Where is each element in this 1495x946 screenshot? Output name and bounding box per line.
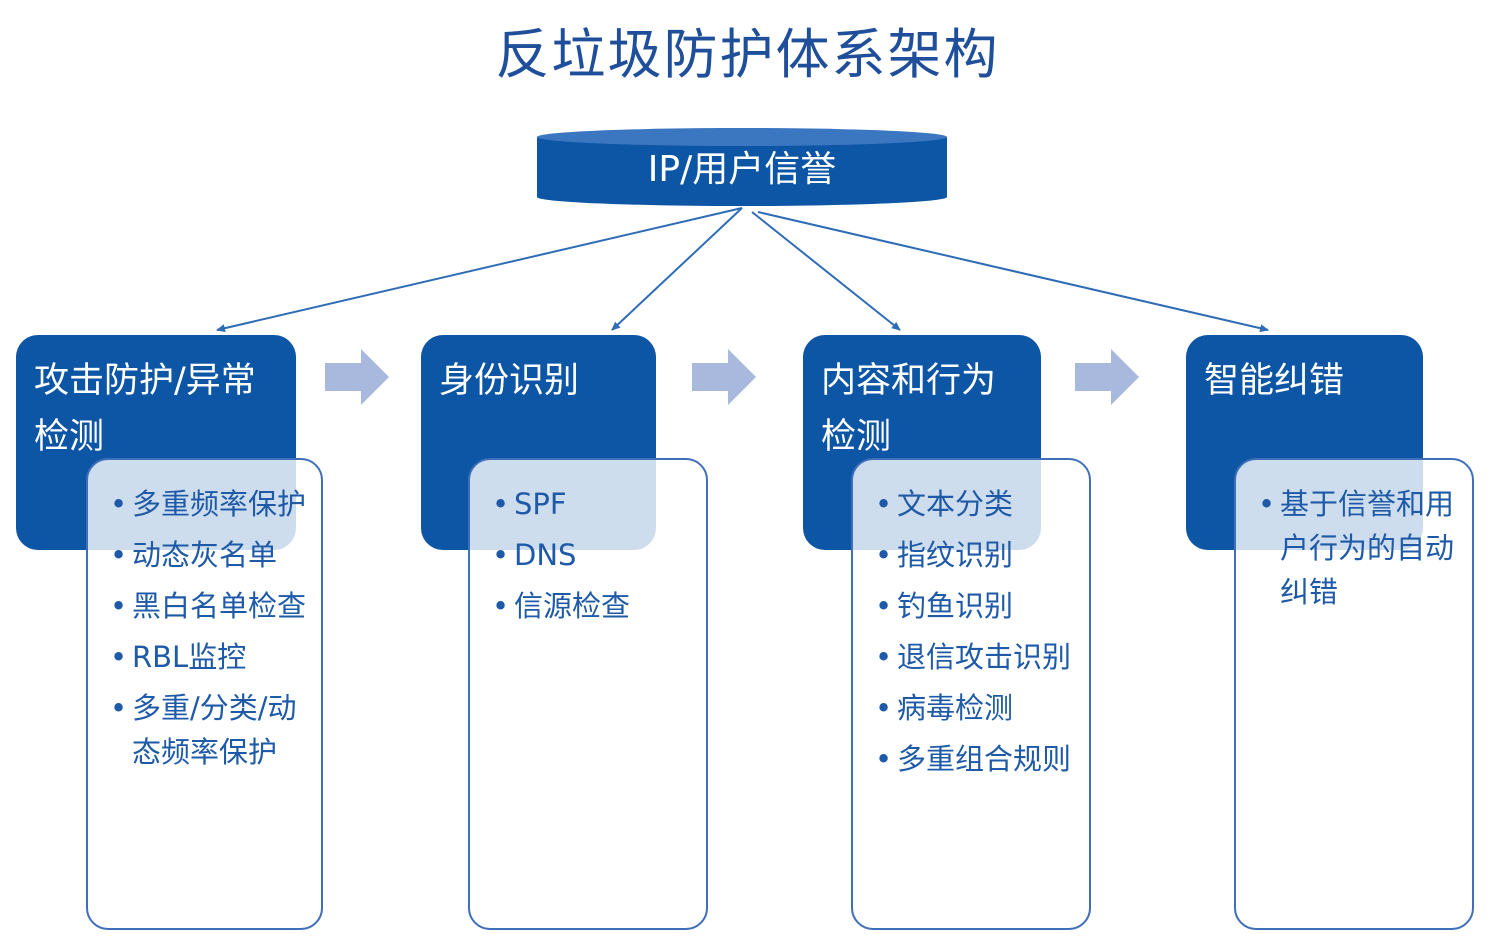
connector-to-stage-3 bbox=[751, 211, 901, 331]
list-item: DNS bbox=[488, 533, 694, 577]
right-block-arrow-icon bbox=[1075, 349, 1139, 405]
stage-4-title: 智能纠错 bbox=[1204, 361, 1345, 401]
connector-to-stage-4 bbox=[757, 211, 1269, 333]
list-item: 钓鱼识别 bbox=[871, 584, 1077, 628]
root-node-label: IP/用户信誉 bbox=[647, 149, 837, 190]
reputation-cylinder bbox=[537, 128, 947, 206]
diagram-title: 反垃圾防护体系架构 bbox=[495, 23, 1000, 86]
stage-1-title: 攻击防护/异常检测 bbox=[34, 361, 256, 457]
list-item: 文本分类 bbox=[871, 482, 1077, 526]
stage-2-detail-box: SPF DNS 信源检查 bbox=[468, 458, 708, 930]
stage-1-detail-box: 多重频率保护 动态灰名单 黑白名单检查 RBL监控 多重/分类/动态频率保护 bbox=[86, 458, 323, 930]
list-item: 多重频率保护 bbox=[106, 482, 309, 526]
list-item: 动态灰名单 bbox=[106, 533, 309, 577]
list-item: 多重组合规则 bbox=[871, 737, 1077, 781]
right-block-arrow-icon bbox=[692, 349, 756, 405]
list-item: 退信攻击识别 bbox=[871, 635, 1077, 679]
connector-to-stage-2 bbox=[611, 207, 743, 331]
list-item: 多重/分类/动态频率保护 bbox=[106, 686, 309, 774]
list-item: SPF bbox=[488, 482, 694, 526]
stage-3-detail-box: 文本分类 指纹识别 钓鱼识别 退信攻击识别 病毒检测 多重组合规则 bbox=[851, 458, 1091, 930]
list-item: 指纹识别 bbox=[871, 533, 1077, 577]
list-item: 病毒检测 bbox=[871, 686, 1077, 730]
right-block-arrow-icon bbox=[325, 349, 389, 405]
list-item: RBL监控 bbox=[106, 635, 309, 679]
list-item: 基于信誉和用户行为的自动纠错 bbox=[1254, 482, 1460, 614]
stage-2-title: 身份识别 bbox=[439, 361, 580, 401]
stage-3-title: 内容和行为检测 bbox=[821, 361, 997, 457]
stage-4-detail-box: 基于信誉和用户行为的自动纠错 bbox=[1234, 458, 1474, 930]
list-item: 信源检查 bbox=[488, 584, 694, 628]
list-item: 黑白名单检查 bbox=[106, 584, 309, 628]
connector-to-stage-1 bbox=[216, 207, 743, 333]
